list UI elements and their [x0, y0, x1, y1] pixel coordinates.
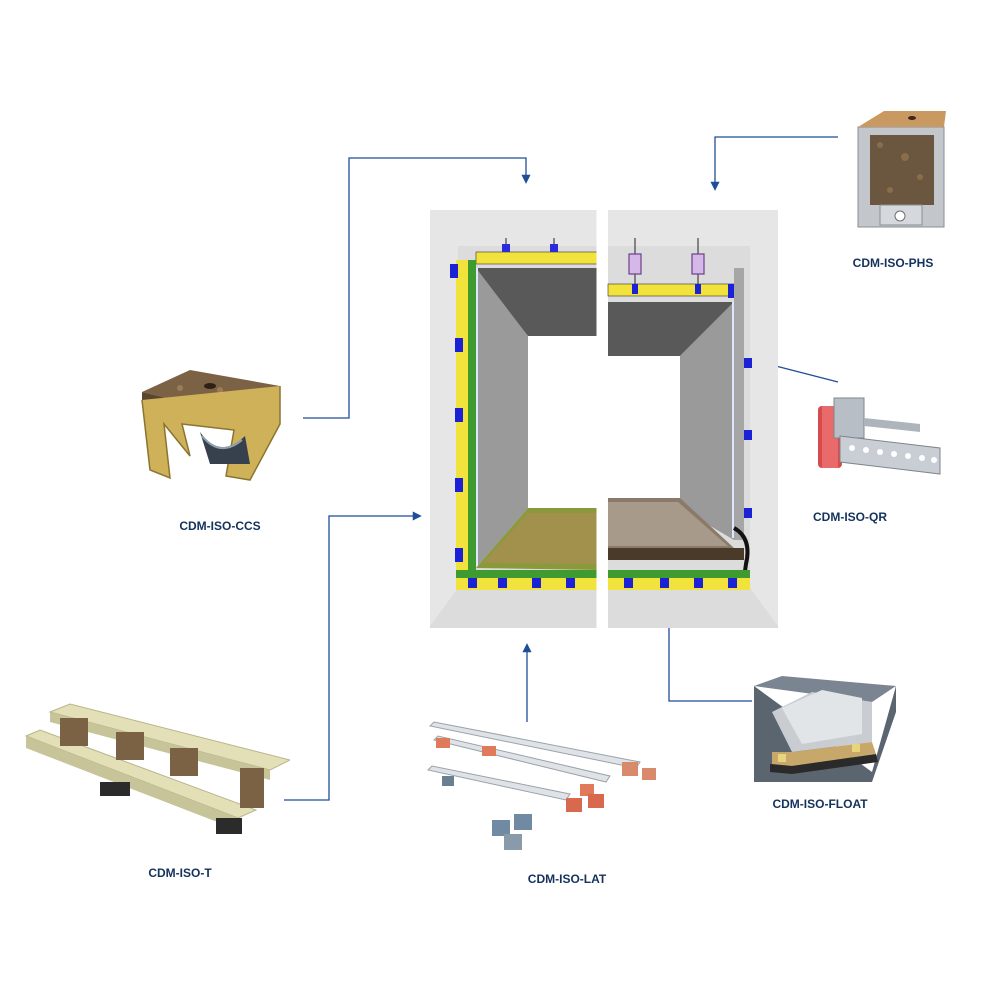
batten-isolator-icon	[24, 703, 292, 834]
floating-floor-isolator-icon	[754, 676, 896, 782]
product-qr	[810, 388, 950, 488]
label-ccs: CDM-ISO-CCS	[179, 519, 261, 533]
arrow-qr	[766, 361, 839, 383]
product-float	[752, 672, 898, 792]
room-left-half	[430, 210, 600, 628]
product-phs	[850, 105, 950, 245]
wall-bracket-isolator-icon	[818, 397, 941, 475]
room-section-illustration	[430, 210, 778, 628]
label-phs: CDM-ISO-PHS	[852, 256, 934, 270]
lattice-rail-isolator-icon	[426, 721, 656, 850]
product-lat	[420, 718, 660, 858]
product-ccs	[130, 360, 300, 490]
hanger-isolator-icon	[857, 111, 946, 228]
label-qr: CDM-ISO-QR	[813, 510, 887, 524]
label-float: CDM-ISO-FLOAT	[772, 797, 868, 811]
label-lat: CDM-ISO-LAT	[527, 872, 607, 886]
arrow-float	[664, 616, 752, 702]
label-t: CDM-ISO-T	[148, 866, 212, 880]
ceiling-clip-isolator-icon	[141, 370, 281, 481]
room-right-half	[607, 210, 778, 628]
arrow-ccs	[303, 157, 531, 419]
arrow-phs	[710, 136, 838, 191]
arrow-t	[284, 511, 422, 801]
product-t	[20, 700, 292, 850]
